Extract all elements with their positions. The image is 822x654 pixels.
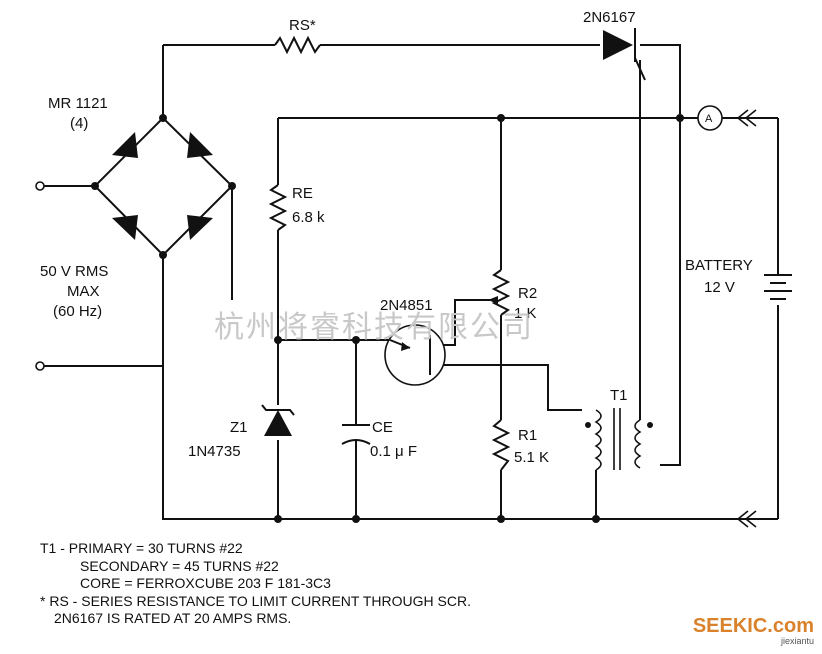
rs-resistor (274, 35, 321, 55)
label-ce-name: CE (372, 419, 393, 436)
label-bridge-name: MR 1121 (48, 95, 108, 112)
logo-main-text: SEEKIC.com (692, 615, 814, 637)
site-logo: SEEKIC.com jiexiantu (693, 616, 814, 646)
label-r2-value: 1 K (514, 305, 537, 322)
logo-sub-text: jiexiantu (780, 636, 814, 646)
battery-connectors (736, 109, 757, 528)
label-r2-name: R2 (518, 285, 537, 302)
battery-symbol (764, 274, 792, 300)
input-terminal-top (35, 181, 45, 191)
label-ce-value: 0.1 μ F (370, 443, 417, 460)
re-resistor (268, 184, 288, 231)
r2-wiper-arrow (488, 296, 498, 304)
note-line-3: CORE = FERROXCUBE 203 F 181-3C3 (80, 575, 331, 591)
note-line-1: T1 - PRIMARY = 30 TURNS #22 (40, 540, 243, 556)
label-re-value: 6.8 k (292, 209, 325, 226)
note-line-2: SECONDARY = 45 TURNS #22 (80, 557, 279, 574)
capacitor-ce (341, 424, 371, 445)
input-terminal-bottom (35, 361, 45, 371)
label-battery-voltage: 12 V (704, 279, 735, 296)
label-bridge-qty: (4) (70, 115, 88, 132)
notes-block: T1 - PRIMARY = 30 TURNS #22 SECONDARY = … (40, 540, 471, 628)
note-line-4: * RS - SERIES RESISTANCE TO LIMIT CURREN… (40, 592, 471, 609)
label-r1-value: 5.1 K (514, 449, 549, 466)
label-input-voltage: 50 V RMS (40, 263, 108, 280)
label-z1-part: 1N4735 (188, 443, 241, 460)
watermark-text: 杭州将睿科技有限公司 (214, 310, 534, 345)
label-ammeter: A (705, 113, 713, 125)
junction-dots (91, 114, 684, 523)
label-scr: 2N6167 (583, 9, 636, 26)
label-ujt: 2N4851 (380, 297, 433, 314)
transformer-t1 (585, 408, 653, 471)
label-r1-name: R1 (518, 427, 537, 444)
r1-resistor (491, 419, 511, 471)
zener-diode (261, 404, 295, 436)
label-battery: BATTERY (685, 257, 753, 274)
label-input-max: MAX (67, 283, 100, 300)
label-t1: T1 (610, 387, 628, 404)
r2-potentiometer (491, 269, 511, 316)
bridge-rectifier (93, 116, 234, 257)
label-input-freq: (60 Hz) (53, 303, 102, 320)
label-z1-name: Z1 (230, 419, 248, 436)
label-rs: RS* (289, 17, 316, 34)
label-re-name: RE (292, 185, 313, 202)
note-line-5: 2N6167 IS RATED AT 20 AMPS RMS. (54, 610, 292, 626)
ujt-transistor (384, 324, 446, 386)
ammeter (697, 105, 723, 131)
wires (44, 44, 779, 520)
scr-symbol (603, 28, 646, 81)
